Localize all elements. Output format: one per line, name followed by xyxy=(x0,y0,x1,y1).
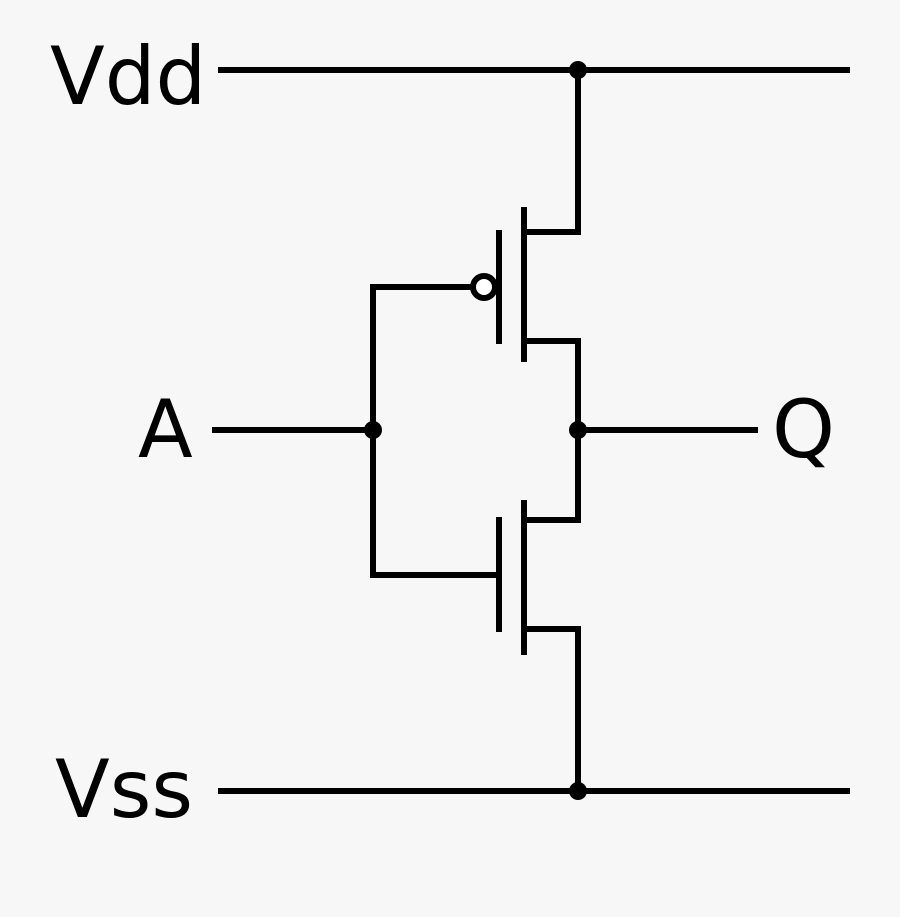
output-q-label: Q xyxy=(772,383,835,476)
pmos-drain-wire xyxy=(522,338,581,430)
nmos-drain-wire xyxy=(522,430,581,523)
pmos-transistor xyxy=(470,207,527,362)
vdd-label: Vdd xyxy=(50,30,206,123)
gate-bus-wire xyxy=(370,284,496,578)
input-junction-dot xyxy=(364,421,382,439)
vdd-junction-dot xyxy=(569,61,587,79)
pmos-source-wire xyxy=(522,70,581,235)
vss-junction-dot xyxy=(569,782,587,800)
nmos-source-wire xyxy=(522,626,581,791)
vss-label: Vss xyxy=(55,743,193,836)
pmos-inversion-bubble xyxy=(470,273,498,301)
output-junction-dot xyxy=(569,421,587,439)
input-a-label: A xyxy=(138,383,193,476)
nmos-transistor xyxy=(496,500,527,655)
